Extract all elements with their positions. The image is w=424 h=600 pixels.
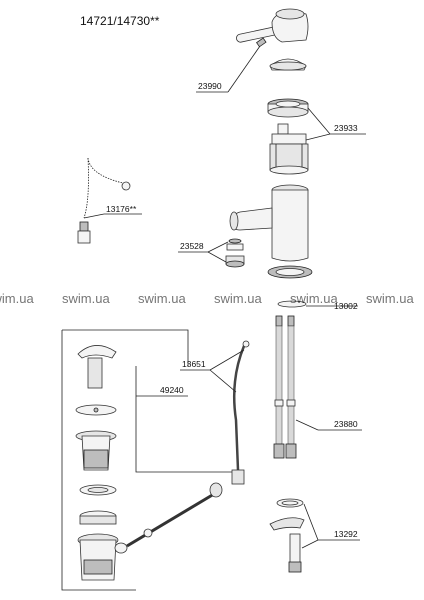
aerator — [225, 238, 245, 268]
watermark-text: swim.ua — [62, 291, 110, 306]
pop-up-plug — [77, 345, 117, 389]
chain-plug — [77, 157, 131, 244]
callout-13002: 13002 — [306, 301, 358, 311]
faucet-body — [229, 184, 309, 262]
label-13651: 13651 — [182, 359, 206, 369]
drain-washer — [79, 484, 117, 496]
drain-body — [77, 533, 128, 581]
label-13292: 13292 — [334, 529, 358, 539]
watermark-text: swim.ua — [138, 291, 186, 306]
label-23528: 23528 — [180, 241, 204, 251]
label-49240: 49240 — [160, 385, 184, 395]
callout-23528: 23528 — [178, 241, 229, 263]
drain-nut — [79, 510, 117, 525]
watermark-text: swim.ua — [290, 291, 338, 306]
callout-49240: 49240 — [136, 385, 188, 397]
watermark-text: swim.ua — [366, 291, 414, 306]
watermark-text: swim.ua — [0, 291, 34, 306]
callout-13651: 13651 — [180, 349, 245, 393]
flexible-hoses — [273, 315, 297, 459]
label-23880: 23880 — [334, 419, 358, 429]
set-screw — [256, 37, 267, 48]
callout-23933: 23933 — [305, 107, 366, 141]
nut-ring — [267, 98, 309, 118]
callout-23990: 23990 — [196, 45, 261, 93]
label-23990: 23990 — [198, 81, 222, 91]
callout-23880: 23880 — [295, 419, 362, 431]
watermark-row: swim.ua swim.ua swim.ua swim.ua swim.ua … — [0, 291, 414, 306]
callout-13292: 13292 — [301, 503, 360, 549]
drain-flange — [75, 430, 117, 471]
label-23933: 23933 — [334, 123, 358, 133]
base-ring — [267, 265, 313, 279]
watermark-text: swim.ua — [214, 291, 262, 306]
label-13002: 13002 — [334, 301, 358, 311]
lift-rod — [231, 340, 250, 485]
cartridge — [269, 123, 309, 175]
callout-13176: 13176** — [83, 204, 142, 219]
pivot-rod — [126, 482, 223, 548]
drain-seal — [75, 404, 117, 416]
fixing-kit — [269, 498, 305, 573]
drain-frame — [61, 329, 236, 591]
model-title: 14721/14730** — [80, 14, 160, 28]
label-13176: 13176** — [106, 204, 137, 214]
gasket — [277, 300, 307, 308]
dome-cap — [269, 58, 307, 71]
handle-lever — [236, 8, 309, 43]
